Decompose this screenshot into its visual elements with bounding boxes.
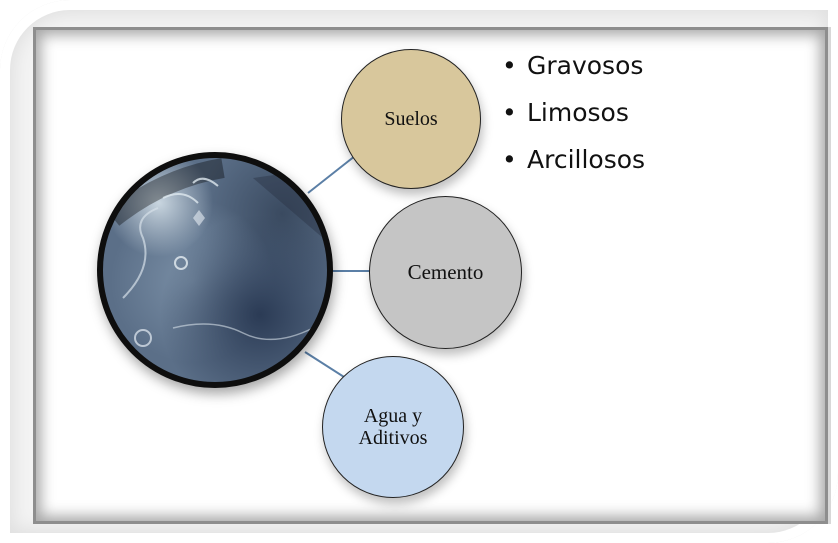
node-agua-label-line2: Aditivos [358,427,428,449]
concrete-floor-photo [97,152,333,388]
suelos-types-list: Gravosos Limosos Arcillosos [502,42,645,183]
node-cemento-label: Cemento [407,260,484,284]
node-agua-aditivos: Agua y Aditivos [322,356,464,498]
node-cemento: Cemento [369,196,522,349]
floral-pattern-icon [106,158,323,347]
connector-suelos [307,151,361,194]
node-agua-label: Agua y Aditivos [359,405,428,449]
node-suelos: Suelos [341,49,481,189]
list-item: Arcillosos [502,136,645,183]
list-item: Gravosos [502,42,645,89]
node-suelos-label: Suelos [384,107,438,130]
node-agua-label-line1: Agua y [363,405,423,427]
list-item: Limosos [502,89,645,136]
